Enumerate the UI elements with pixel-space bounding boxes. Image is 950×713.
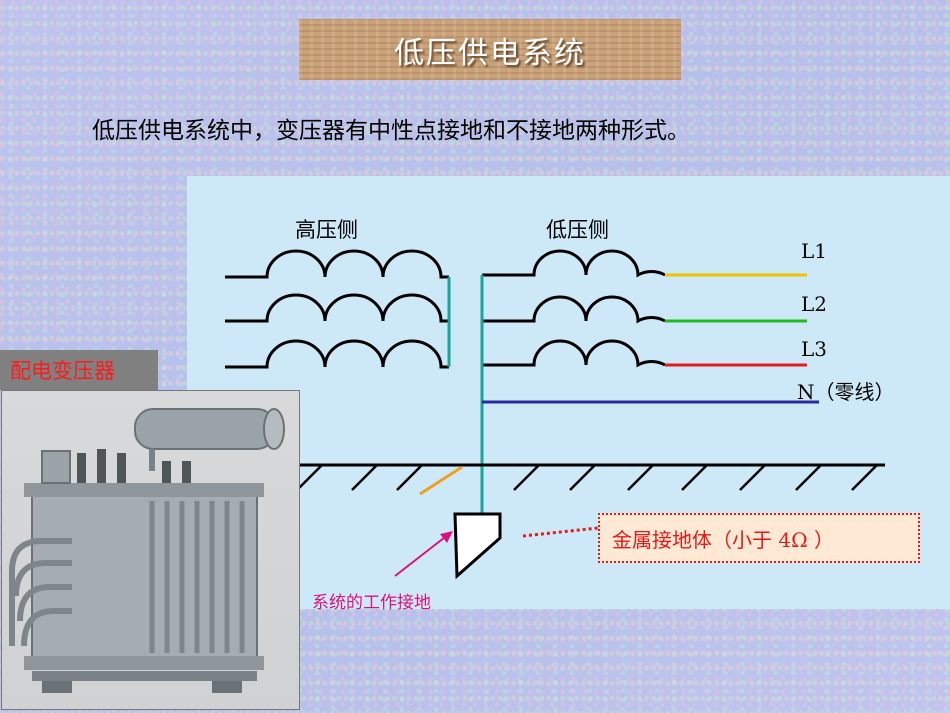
photo-caption: 配电变压器	[0, 350, 158, 390]
transformer-illustration	[9, 408, 285, 693]
ground-electrode	[453, 512, 502, 580]
wiring-diagram-graphic	[225, 249, 885, 580]
wiring-diagram: 高压侧 低压侧 L1 L2 L3 N（零线）	[187, 176, 950, 609]
slide-subtitle: 低压供电系统中，变压器有中性点接地和不接地两种形式。	[92, 118, 690, 144]
line-l2-label: L2	[801, 292, 828, 316]
ground-hatch-highlight	[419, 465, 463, 496]
ground-hatching	[296, 464, 878, 491]
note-connector	[522, 526, 599, 538]
ground-body-note-text: 金属接地体（小于 4Ω ）	[612, 527, 835, 552]
high-side-windings	[225, 249, 449, 369]
work-ground-arrow	[394, 533, 450, 577]
work-ground-label: 系统的工作接地	[312, 593, 431, 613]
ground-body-note: 金属接地体（小于 4Ω ）	[598, 513, 920, 563]
title-banner: 低压供电系统	[299, 19, 681, 80]
slide-title: 低压供电系统	[394, 35, 586, 71]
high-side-label: 高压侧	[295, 218, 358, 242]
transformer-photo	[1, 390, 300, 710]
photo-caption-text: 配电变压器	[10, 359, 115, 383]
line-l1-label: L1	[801, 239, 828, 263]
line-l3-label: L3	[801, 337, 828, 361]
low-side-windings	[482, 249, 666, 368]
low-side-label: 低压侧	[546, 218, 609, 242]
line-n-label: N（零线）	[797, 380, 895, 404]
